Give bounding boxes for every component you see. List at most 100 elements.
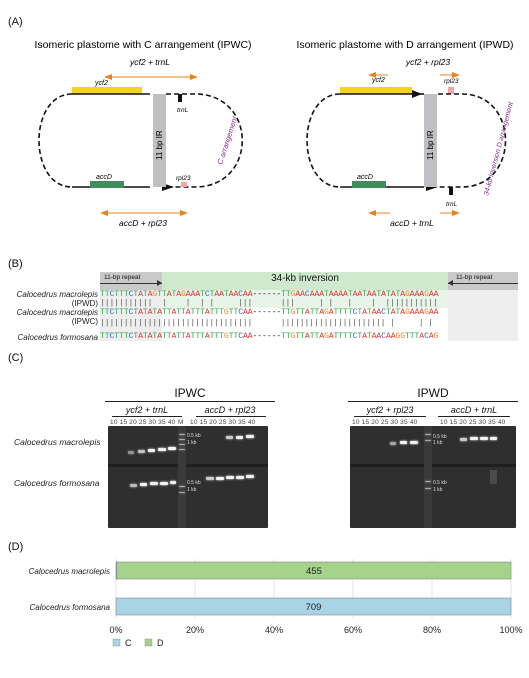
ir-block: [153, 94, 166, 187]
ycf2-gene: [72, 87, 142, 94]
genome-arc-right: [438, 93, 507, 188]
primer-arrow-icon: [100, 210, 108, 216]
ipwc-title: Isomeric plastome with C arrangement (IP…: [34, 39, 251, 51]
accD-label: accD: [96, 174, 112, 181]
match-line: ||||||||||| | | | | ||| ||| | | | | ||||…: [100, 299, 438, 308]
ycf2-label: ycf2: [371, 77, 385, 84]
ipwd-lane-numbers-2: 10 15 20 25 30 35 40: [440, 419, 506, 426]
ir-label: 11 bp IR: [426, 130, 435, 160]
ipwd-bottom-amplicon-label: accD + trnL: [390, 218, 434, 228]
accD-gene: [90, 181, 124, 188]
primer-arrow-icon: [452, 72, 460, 78]
x-tick-label: 60%: [344, 625, 362, 635]
repeat-right-arrow: [448, 283, 518, 284]
row2-species: Calocedrus macrolepis: [16, 308, 98, 317]
ipwc-gel-image: 0.5 kb 1 kb 0.5 kb 1 kb: [108, 426, 268, 528]
data-label: 455: [306, 566, 322, 577]
ipwc-gel-title: IPWC: [174, 386, 206, 400]
marker-1kb: 1 kb: [433, 487, 443, 493]
rpl23-gene: [448, 87, 454, 94]
trnL-gene: [178, 94, 182, 102]
x-tick-label: 0%: [109, 625, 122, 635]
row1-species: Calocedrus macrolepis: [16, 290, 98, 299]
arrow-right-icon: [157, 280, 162, 286]
primer-arrow-icon: [368, 210, 376, 216]
marker-05kb: 0.5 kb: [187, 480, 201, 486]
trnL-label: trnL: [446, 201, 458, 208]
accD-gene: [352, 181, 386, 188]
rpl23-gene: [181, 182, 187, 187]
rpl23-label: rpl23: [444, 78, 459, 85]
accD-label: accD: [357, 174, 373, 181]
ipwc-bottom-amplicon-label: accD + rpl23: [119, 218, 167, 228]
repeat-right-label: 11-bp repeat: [456, 274, 493, 281]
gel-species-formosana: Calocedrus formosana: [14, 478, 100, 488]
marker-1kb: 1 kb: [187, 487, 197, 493]
ipwc-lane-numbers-2: 10 15 20 25 30 35 40: [190, 419, 256, 426]
genome-arc-left: [306, 93, 341, 188]
ipwc-marker-lane: M: [178, 419, 184, 426]
direction-arrow-icon: [412, 90, 422, 98]
ycf2-label: ycf2: [94, 80, 108, 87]
trnL-label: trnL: [177, 107, 189, 114]
marker-05kb: 0.5 kb: [187, 433, 201, 439]
ycf2-gene: [340, 87, 412, 94]
repeat-left-box: [100, 272, 162, 290]
category-label: Calocedrus formosana: [30, 603, 111, 612]
panel-d-label: (D): [8, 541, 24, 553]
x-tick-label: 80%: [423, 625, 441, 635]
title-underline: [105, 401, 275, 403]
x-tick-label: 20%: [186, 625, 204, 635]
ipwd-lane-numbers-1: 10 15 20 25 30 35 40: [352, 419, 418, 426]
inversion-box: [162, 272, 448, 290]
arrow-left-icon: [448, 280, 453, 286]
amp-underline: [196, 416, 266, 417]
genome-arc-left: [38, 93, 73, 188]
genome-arc-right: [164, 93, 243, 188]
primer-arrow-icon: [190, 74, 198, 80]
gel-species-macrolepis: Calocedrus macrolepis: [14, 437, 101, 447]
primer-arrow-icon: [452, 210, 460, 216]
x-tick-label: 40%: [265, 625, 283, 635]
title-underline: [348, 401, 518, 403]
legend-swatch: [112, 638, 121, 647]
marker-1kb: 1 kb: [187, 440, 197, 446]
ipwd-amp2-label: accD + trnL: [450, 405, 498, 415]
row3-species: Calocedrus formosana: [17, 333, 98, 342]
panel-b-header: 11-bp repeat 34-kb inversion 11-bp repea…: [100, 272, 524, 290]
bar-c-1: [115, 597, 512, 616]
amp-underline: [438, 416, 510, 417]
inversion-label: 34-kb inversion: [271, 273, 339, 284]
ipwc-amp1-label: ycf2 + trnL: [125, 405, 169, 415]
amp-underline: [112, 416, 182, 417]
data-label: 709: [306, 602, 322, 613]
sequence-row: TTCTTTCTATAGTTATAGAAATCTAATAACAA------TT…: [100, 290, 439, 299]
ipwd-title: Isomeric plastome with D arrangement (IP…: [296, 39, 513, 51]
sequence-row: TTCTTTCTATATATTATTATTTATTTGTTCAA------TT…: [100, 332, 439, 341]
repeat-right-box: [448, 272, 518, 290]
sequence-row: TTCTTTCTATATATTATTATTTATTTGTTCAA------TT…: [100, 308, 439, 317]
legend-swatch: [144, 638, 153, 647]
row2-sub: (IPWC): [71, 317, 98, 326]
match-line: |||||||||||||||||||||||||||||||| |||||||…: [100, 319, 438, 328]
primer-arrow-icon: [180, 210, 188, 216]
repeat-left-label: 11-bp repeat: [104, 274, 141, 281]
ipwd-gel-title: IPWD: [417, 386, 449, 400]
marker-1kb: 1 kb: [433, 440, 443, 446]
panel-c-label: (C): [8, 352, 24, 364]
amp-underline: [354, 416, 426, 417]
primer-arrow-icon: [104, 74, 112, 80]
ir-block: [424, 94, 437, 187]
ipwc-lane-numbers-1: 10 15 20 25 30 35 40: [110, 419, 176, 426]
ipwd-top-amplicon-label: ycf2 + rpl23: [405, 57, 450, 67]
alignment-highlight: [100, 290, 518, 341]
category-label: Calocedrus macrolepis: [29, 567, 110, 576]
marker-05kb: 0.5 kb: [433, 480, 447, 486]
rpl23-label: rpl23: [176, 175, 191, 182]
primer-arrow-icon: [368, 72, 376, 78]
bar-d-0: [116, 561, 512, 580]
ir-label: 11 bp IR: [155, 130, 164, 160]
ipwd-amp1-label: ycf2 + rpl23: [366, 405, 414, 415]
panel-a-diagram: Isomeric plastome with C arrangement (IP…: [34, 39, 515, 228]
